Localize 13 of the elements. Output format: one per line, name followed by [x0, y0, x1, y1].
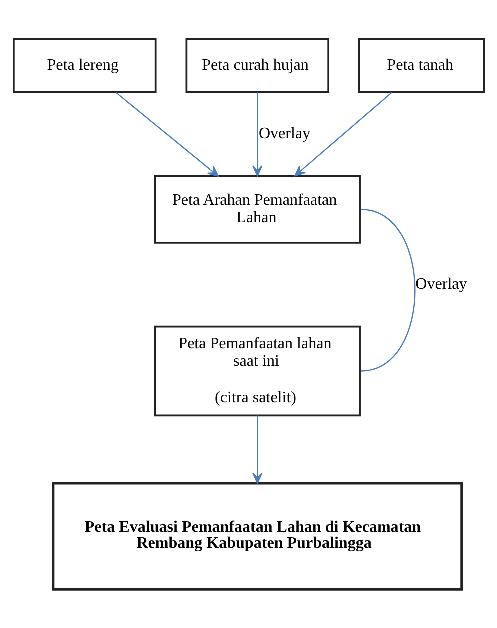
connector [360, 208, 416, 372]
node-box: Peta tanah [358, 38, 484, 93]
edge-label: Overlay [258, 125, 310, 142]
arrow [115, 92, 219, 176]
node-box: Peta Pemanfaatan lahan saat ini (citra satelit) [154, 325, 360, 416]
arrow [252, 415, 262, 484]
node-box: Peta lereng [12, 38, 156, 93]
node-box: Peta curah hujan [185, 38, 330, 93]
node-box: Peta Arahan Pemanfaatan Lahan [154, 174, 360, 244]
arrow [252, 92, 262, 176]
node-box: Peta Evaluasi Pemanfaatan Lahan di Kecamatan Rembang Kabupaten Purbalingga [52, 482, 463, 590]
edge-label: Overlay [415, 276, 467, 293]
arrow [294, 92, 392, 176]
